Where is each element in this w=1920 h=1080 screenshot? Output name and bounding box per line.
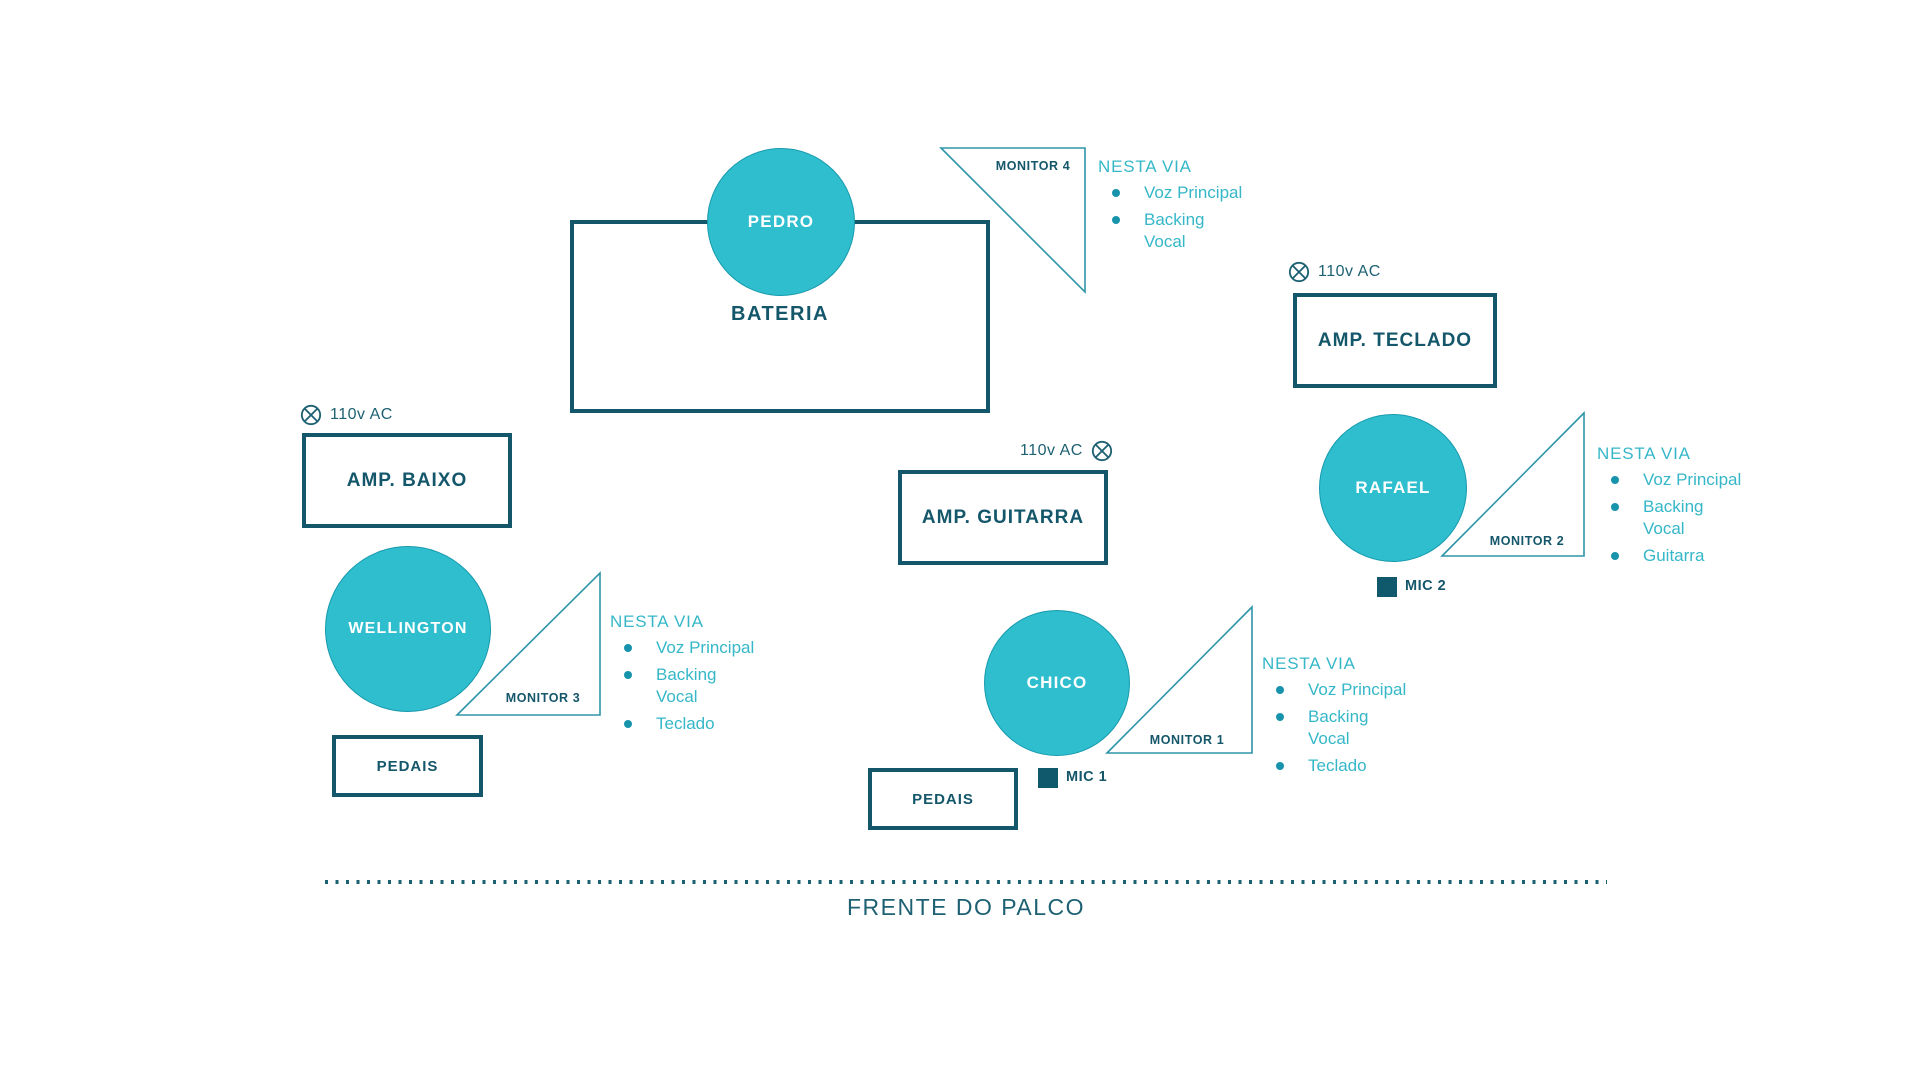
power-outlet-icon xyxy=(300,404,322,426)
pedals-chico-box: PEDAIS xyxy=(868,768,1018,830)
monitor1-label: MONITOR 1 xyxy=(1149,733,1225,747)
mix-title: NESTA VIA xyxy=(1597,444,1691,463)
amp-keyboard-box: AMP. TECLADO xyxy=(1293,293,1497,388)
power-outlet-icon xyxy=(1091,440,1113,462)
power-outlet-icon xyxy=(1288,261,1310,283)
power-label: 110v AC xyxy=(1020,442,1083,459)
monitor3-mix-list: NESTA VIA Voz Principal Backing Vocal Te… xyxy=(610,612,758,740)
mix-item: Voz Principal xyxy=(1597,469,1745,491)
pedals-wellington-box: PEDAIS xyxy=(332,735,483,797)
mix-item: Voz Principal xyxy=(1098,182,1246,204)
member-circle-wellington: WELLINGTON xyxy=(325,546,491,712)
mix-item: Backing Vocal xyxy=(1098,209,1246,253)
mix-item: Teclado xyxy=(1262,755,1410,777)
bullet-icon xyxy=(624,644,632,652)
amp-guitar-label: AMP. GUITARRA xyxy=(921,506,1085,528)
amp-bass-label: AMP. BAIXO xyxy=(346,469,468,491)
mic2-icon xyxy=(1377,577,1397,597)
stage-front-dotted-line xyxy=(325,880,1607,884)
mix-item: Voz Principal xyxy=(610,637,758,659)
mix-title: NESTA VIA xyxy=(1098,157,1192,176)
member-name-wellington: WELLINGTON xyxy=(348,620,468,637)
monitor4-mix-list: NESTA VIA Voz Principal Backing Vocal xyxy=(1098,157,1246,258)
member-name-rafael: RAFAEL xyxy=(1355,478,1431,497)
stage-front-label: FRENTE DO PALCO xyxy=(846,894,1086,920)
bullet-icon xyxy=(1112,216,1120,224)
mic1-label: MIC 1 xyxy=(1066,769,1108,785)
monitor2-mix-list: NESTA VIA Voz Principal Backing Vocal Gu… xyxy=(1597,444,1745,572)
bullet-icon xyxy=(1276,762,1284,770)
amp-bass-box: AMP. BAIXO xyxy=(302,433,512,528)
member-circle-chico: CHICO xyxy=(984,610,1130,756)
mix-item: Voz Principal xyxy=(1262,679,1410,701)
mic2-label: MIC 2 xyxy=(1405,578,1447,594)
mix-item: Guitarra xyxy=(1597,545,1745,567)
mix-item: Backing Vocal xyxy=(1262,706,1410,750)
monitor2-label: MONITOR 2 xyxy=(1489,534,1565,548)
member-name-chico: CHICO xyxy=(1026,673,1088,692)
power-row-guitar: 110v AC xyxy=(1020,440,1113,462)
monitor3-wedge-icon xyxy=(455,571,601,716)
member-circle-pedro: PEDRO xyxy=(707,148,855,296)
bullet-icon xyxy=(1276,713,1284,721)
pedals-wellington-label: PEDAIS xyxy=(376,757,439,775)
member-name-pedro: PEDRO xyxy=(747,212,815,231)
power-row-keyboard: 110v AC xyxy=(1288,261,1381,283)
mix-title: NESTA VIA xyxy=(1262,654,1356,673)
bullet-icon xyxy=(1112,189,1120,197)
monitor4-wedge-icon xyxy=(939,147,1086,294)
monitor2-wedge-icon xyxy=(1440,411,1585,557)
mix-item: Backing Vocal xyxy=(610,664,758,708)
amp-guitar-box: AMP. GUITARRA xyxy=(898,470,1108,565)
mix-item: Backing Vocal xyxy=(1597,496,1745,540)
bullet-icon xyxy=(1276,686,1284,694)
pedals-chico-label: PEDAIS xyxy=(912,790,974,808)
power-row-bass: 110v AC xyxy=(300,404,393,426)
monitor4-label: MONITOR 4 xyxy=(995,159,1071,173)
member-circle-rafael: RAFAEL xyxy=(1319,414,1467,562)
bullet-icon xyxy=(1611,503,1619,511)
mix-item: Teclado xyxy=(610,713,758,735)
mic1-icon xyxy=(1038,768,1058,788)
amp-keyboard-label: AMP. TECLADO xyxy=(1317,329,1473,351)
monitor1-wedge-icon xyxy=(1105,605,1253,754)
bullet-icon xyxy=(624,720,632,728)
power-label: 110v AC xyxy=(1318,263,1381,280)
mix-title: NESTA VIA xyxy=(610,612,704,631)
monitor1-mix-list: NESTA VIA Voz Principal Backing Vocal Te… xyxy=(1262,654,1410,782)
monitor3-label: MONITOR 3 xyxy=(505,691,581,705)
bullet-icon xyxy=(1611,476,1619,484)
bullet-icon xyxy=(624,671,632,679)
drums-label: BATERIA xyxy=(731,303,829,325)
power-label: 110v AC xyxy=(330,406,393,423)
bullet-icon xyxy=(1611,552,1619,560)
